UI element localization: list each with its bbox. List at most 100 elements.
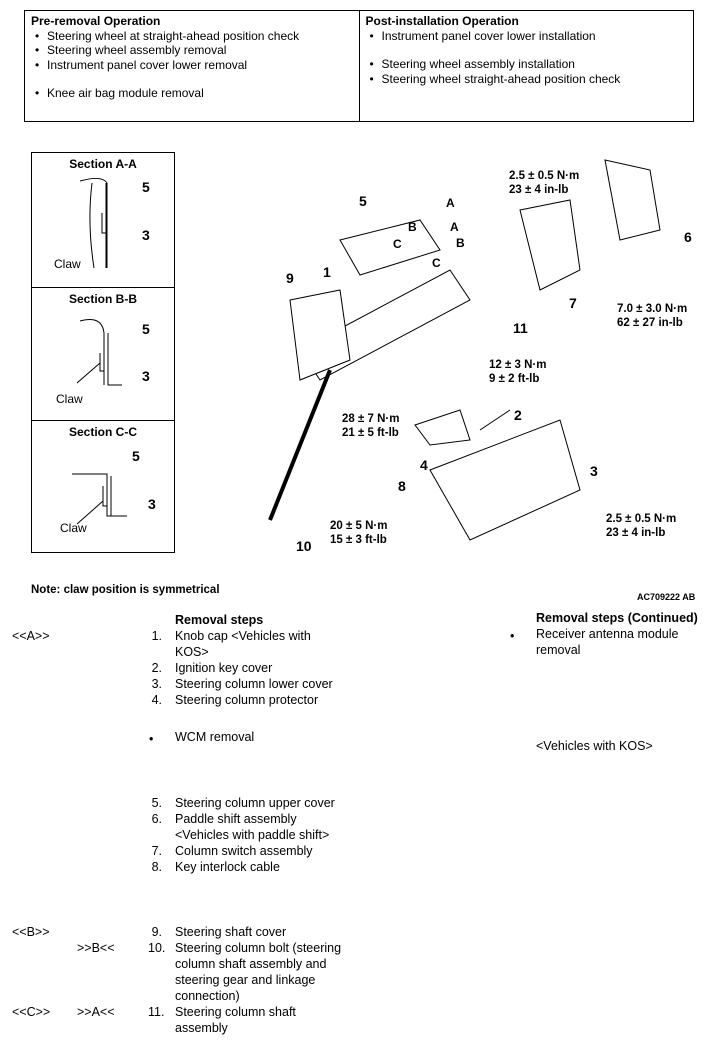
part-label-9: 9 [286, 270, 294, 286]
step-number: 11. [148, 1005, 165, 1019]
step-wcm-removal: WCM removal [175, 730, 255, 744]
part-label-5: 5 [359, 193, 367, 209]
claw-label: Claw [54, 257, 81, 271]
step-10-cont: connection) [175, 989, 240, 1003]
section-a-a: Section A-A 5 3 Claw [32, 153, 174, 288]
step-number: 7. [151, 844, 162, 858]
upper-cover-drawing [339, 219, 441, 276]
step-7: Column switch assembly [175, 844, 313, 858]
shaft-cover-drawing [289, 289, 351, 381]
label-5: 5 [142, 321, 150, 337]
step-11: Steering column shaft [175, 1005, 296, 1019]
step-5: Steering column upper cover [175, 796, 335, 810]
part-label-8: 8 [398, 478, 406, 494]
vehicles-with-kos-note: <Vehicles with KOS> [536, 739, 653, 753]
step-6: Paddle shift assembly [175, 812, 297, 826]
step-10: Steering column bolt (steering [175, 941, 342, 955]
step-4: Steering column protector [175, 693, 319, 707]
list-item: Steering wheel straight-ahead position c… [366, 72, 688, 87]
section-mark-a: A [446, 196, 455, 210]
paddle-shift-drawing [604, 159, 661, 241]
step-3: Steering column lower cover [175, 677, 333, 691]
step-number: 9. [151, 925, 162, 939]
figure-id: AC709222 AB [637, 592, 696, 602]
part-label-7: 7 [569, 295, 577, 311]
step-number: 4. [151, 693, 162, 707]
section-c-c: Section C-C 5 3 Claw [32, 421, 174, 552]
step-8: Key interlock cable [175, 860, 280, 874]
label-3: 3 [142, 227, 150, 243]
part-label-6: 6 [684, 229, 692, 245]
section-title: Section C-C [68, 425, 137, 439]
step-number: 10. [148, 941, 166, 955]
section-title: Section B-B [68, 292, 137, 306]
post-installation-operation: Post-installation Operation Instrument p… [358, 11, 694, 121]
step-number: 1. [151, 629, 162, 643]
part-label-10: 10 [296, 538, 312, 554]
bullet-icon: • [149, 732, 154, 746]
section-b-b: Section B-B 5 3 Claw [32, 288, 174, 421]
section-title: Section A-A [69, 157, 137, 171]
post-installation-title: Post-installation Operation [365, 14, 519, 28]
section-c-drawing [72, 473, 127, 525]
step-1: Knob cap <Vehicles with [175, 629, 311, 643]
step-1-cont: KOS> [175, 645, 209, 659]
list-item: Steering wheel at straight-ahead positio… [31, 29, 353, 44]
removal-continued-title: Removal steps (Continued) [536, 611, 698, 625]
ref-b: <<B>> [12, 925, 50, 939]
step-number: 2. [151, 661, 162, 675]
claw-label: Claw [60, 521, 87, 535]
list-item: Steering wheel assembly installation [366, 57, 688, 72]
section-mark-c: C [393, 237, 402, 251]
step-2: Ignition key cover [175, 661, 273, 675]
claw-note: Note: claw position is symmetrical [31, 584, 220, 596]
part-label-4: 4 [420, 457, 428, 473]
column-switch-drawing [519, 199, 581, 291]
list-item: Steering wheel assembly removal [31, 43, 353, 58]
pre-removal-operation: Pre-removal Operation Steering wheel at … [25, 11, 359, 121]
section-mark-b: B [408, 220, 417, 234]
label-5: 5 [142, 179, 150, 195]
removal-steps-title: Removal steps [175, 613, 264, 627]
part-label-1: 1 [323, 264, 331, 280]
ref-b-install: >>B<< [77, 941, 115, 955]
section-a-drawing [79, 177, 108, 269]
lower-cover-drawing [429, 419, 581, 541]
list-item: Knee air bag module removal [31, 86, 353, 101]
part-label-3: 3 [590, 463, 598, 479]
shaft-drawing [268, 369, 332, 521]
section-views: Section A-A 5 3 Claw Section B-B 5 3 Cla… [31, 152, 175, 553]
steering-column-exploded-view [268, 159, 661, 541]
section-mark-a: A [450, 220, 459, 234]
ref-a-install: >>A<< [77, 1005, 115, 1019]
label-3: 3 [142, 368, 150, 384]
step-number: 3. [151, 677, 162, 691]
label-5: 5 [132, 448, 140, 464]
section-b-drawing [76, 319, 122, 386]
receiver-antenna-removal: Receiver antenna module [536, 627, 679, 641]
ref-a: <<A>> [12, 629, 50, 643]
step-10-cont: column shaft assembly and [175, 957, 327, 971]
step-11-cont: assembly [175, 1021, 228, 1035]
key-cover-drawing [479, 409, 511, 431]
part-label-2: 2 [514, 407, 522, 423]
operations-table: Pre-removal Operation Steering wheel at … [24, 10, 694, 122]
step-number: 8. [151, 860, 162, 874]
bullet-icon: • [510, 629, 515, 643]
ref-c: <<C>> [12, 1005, 51, 1019]
protector-drawing [414, 409, 471, 446]
step-number: 5. [151, 796, 162, 810]
label-3: 3 [148, 496, 156, 512]
step-9: Steering shaft cover [175, 925, 287, 939]
step-6-cont: <Vehicles with paddle shift> [175, 828, 330, 842]
claw-label: Claw [56, 392, 83, 406]
part-label-11: 11 [513, 320, 528, 336]
step-number: 6. [151, 812, 162, 826]
section-mark-c: C [432, 256, 441, 270]
pre-removal-title: Pre-removal Operation [31, 14, 161, 28]
step-10-cont: steering gear and linkage [175, 973, 316, 987]
